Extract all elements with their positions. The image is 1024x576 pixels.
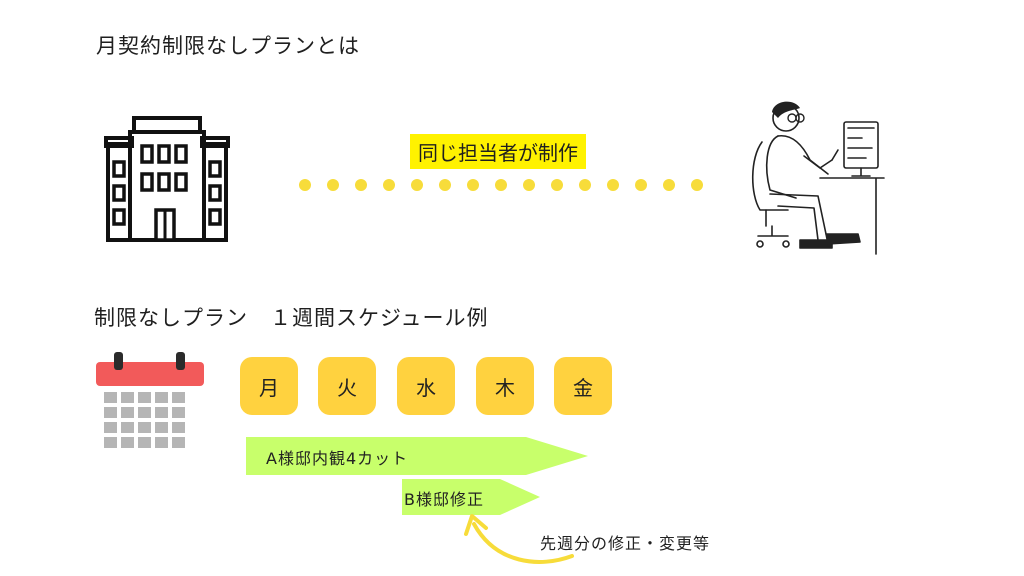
person-at-computer-icon <box>751 101 885 255</box>
curved-arrow-icon <box>464 514 574 564</box>
task-label-a: A様邸内観4カット <box>266 449 409 468</box>
relation-label: 同じ担当者が制作 <box>410 134 586 169</box>
day-thursday: 木 <box>476 357 534 415</box>
calendar-icon <box>96 352 204 448</box>
day-monday: 月 <box>240 357 298 415</box>
building-icon <box>104 116 230 242</box>
page-title: 月契約制限なしプランとは <box>96 34 360 58</box>
day-wednesday: 水 <box>397 357 455 415</box>
dotted-connector <box>299 179 703 191</box>
task-bar-a <box>246 437 588 475</box>
day-friday: 金 <box>554 357 612 415</box>
schedule-heading: 制限なしプラン １週間スケジュール例 <box>94 306 489 330</box>
note-text: 先週分の修正・変更等 <box>540 534 711 553</box>
day-tuesday: 火 <box>318 357 376 415</box>
task-bar-b <box>402 479 540 515</box>
task-label-b: B様邸修正 <box>404 490 484 509</box>
